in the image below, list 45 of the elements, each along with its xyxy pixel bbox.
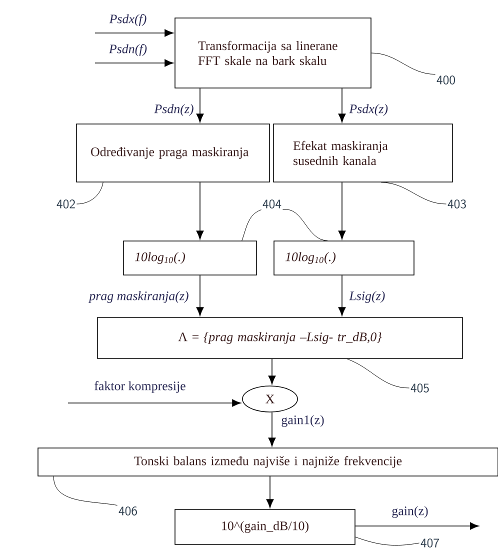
- leader-line: [346, 358, 410, 388]
- process-box: Λ = {prag maskiranja –Lsig- tr_dB,0}: [97, 317, 463, 359]
- edge-label: Psdn(z): [154, 104, 194, 116]
- process-box: Efekat maskiranja susednih kanala: [273, 124, 453, 182]
- edge-label: gain(z): [392, 506, 428, 518]
- process-box: Određivanje praga maskiranja: [76, 124, 270, 182]
- arrow: [268, 358, 276, 384]
- process-box: 10^(gain_dB/10): [174, 509, 356, 545]
- edge-label: Psdx(f): [109, 14, 146, 26]
- callout-number: 400: [436, 76, 455, 84]
- edge-label: Psdn(f): [108, 44, 147, 56]
- leader-line: [355, 536, 420, 546]
- process-box: Transformacija sa linerane FFT skale na bark skalu: [174, 18, 372, 88]
- arrow: [196, 88, 204, 122]
- arrow: [94, 59, 174, 67]
- process-box: Tonski balans između najviše i najniže frekvencije: [38, 448, 498, 476]
- edge-label: gain1(z): [282, 415, 324, 427]
- arrow: [68, 399, 241, 407]
- callout-number: 407: [420, 538, 439, 548]
- leader-line: [53, 476, 118, 506]
- callout-number: 404: [262, 200, 282, 208]
- arrow: [268, 412, 276, 446]
- arrow: [338, 182, 346, 240]
- arrow: [266, 476, 274, 508]
- leader-line: [242, 209, 262, 241]
- callout-number: 403: [448, 200, 466, 208]
- arrow: [196, 182, 204, 240]
- edge-label: Lsig(z): [349, 291, 385, 303]
- arrow: [94, 29, 174, 37]
- arrow: [338, 88, 346, 122]
- leader-line: [371, 52, 436, 75]
- leader-line: [380, 182, 447, 204]
- leader-line: [282, 209, 328, 241]
- edge-label: Psdx(z): [349, 104, 388, 116]
- process-box: 10log$_{10}$(.): [123, 240, 257, 276]
- process-box: 10log$_{10}$(.): [274, 240, 414, 276]
- leader-line: [76, 182, 104, 204]
- arrow: [338, 275, 346, 316]
- edge-label: faktor kompresije: [94, 381, 186, 393]
- callout-number: 405: [410, 384, 429, 392]
- callout-number: 402: [56, 200, 75, 208]
- edge-label: prag maskiranja(z): [88, 291, 188, 303]
- callout-number: 406: [118, 506, 137, 516]
- arrow: [196, 275, 204, 316]
- arrow: [355, 522, 479, 530]
